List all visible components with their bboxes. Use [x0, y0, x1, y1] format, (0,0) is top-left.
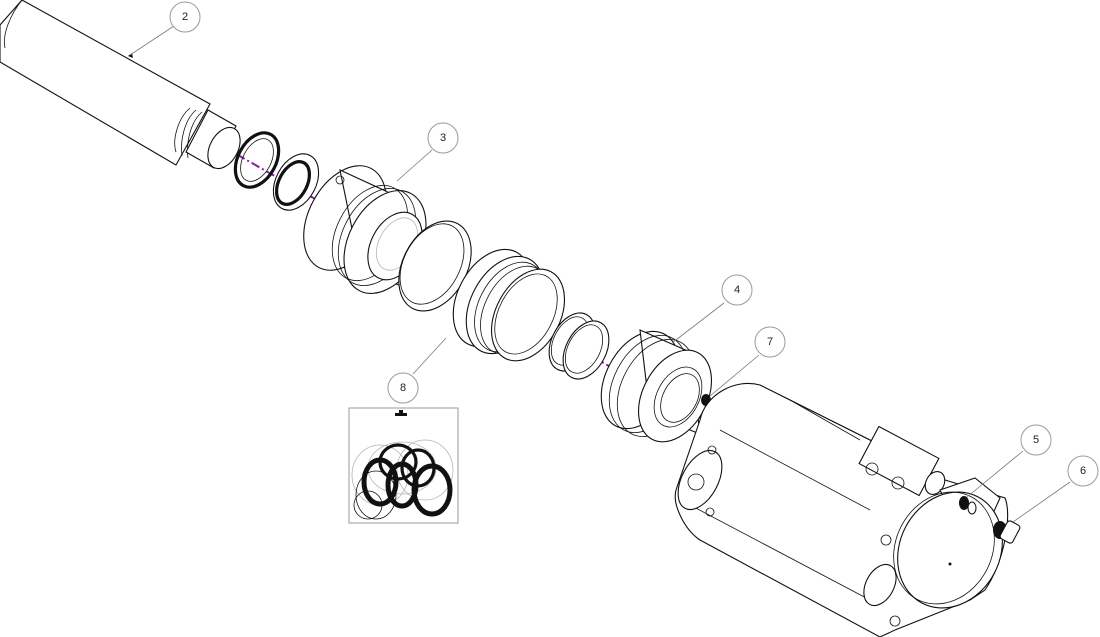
callout-label: 3: [440, 132, 446, 144]
callout-3: 3: [427, 122, 459, 154]
piston-seal-stack: [452, 248, 565, 362]
callout-label: 8: [400, 382, 406, 394]
callout-2: 2: [169, 1, 201, 33]
callout-6: 6: [1067, 455, 1099, 487]
cylinder-barrel: [674, 383, 1009, 637]
plug: [993, 520, 1021, 544]
callout-label: 5: [1033, 434, 1039, 446]
callout-label: 7: [767, 336, 773, 348]
callout-label: 4: [734, 284, 740, 296]
leader-lines: [129, 25, 1071, 523]
callout-4: 4: [721, 274, 753, 306]
piston: [600, 329, 712, 443]
callout-7: 7: [754, 326, 786, 358]
seal-kit-bag: [348, 407, 459, 524]
callout-label: 2: [182, 11, 188, 23]
callout-8: 8: [387, 372, 419, 404]
rod-seal: [233, 131, 281, 189]
piston-rod: [0, 0, 241, 170]
fitting: [959, 496, 977, 515]
callout-label: 6: [1080, 465, 1086, 477]
wiper-seal: [272, 153, 320, 211]
callout-5: 5: [1020, 424, 1052, 456]
wear-rings: [548, 312, 610, 380]
